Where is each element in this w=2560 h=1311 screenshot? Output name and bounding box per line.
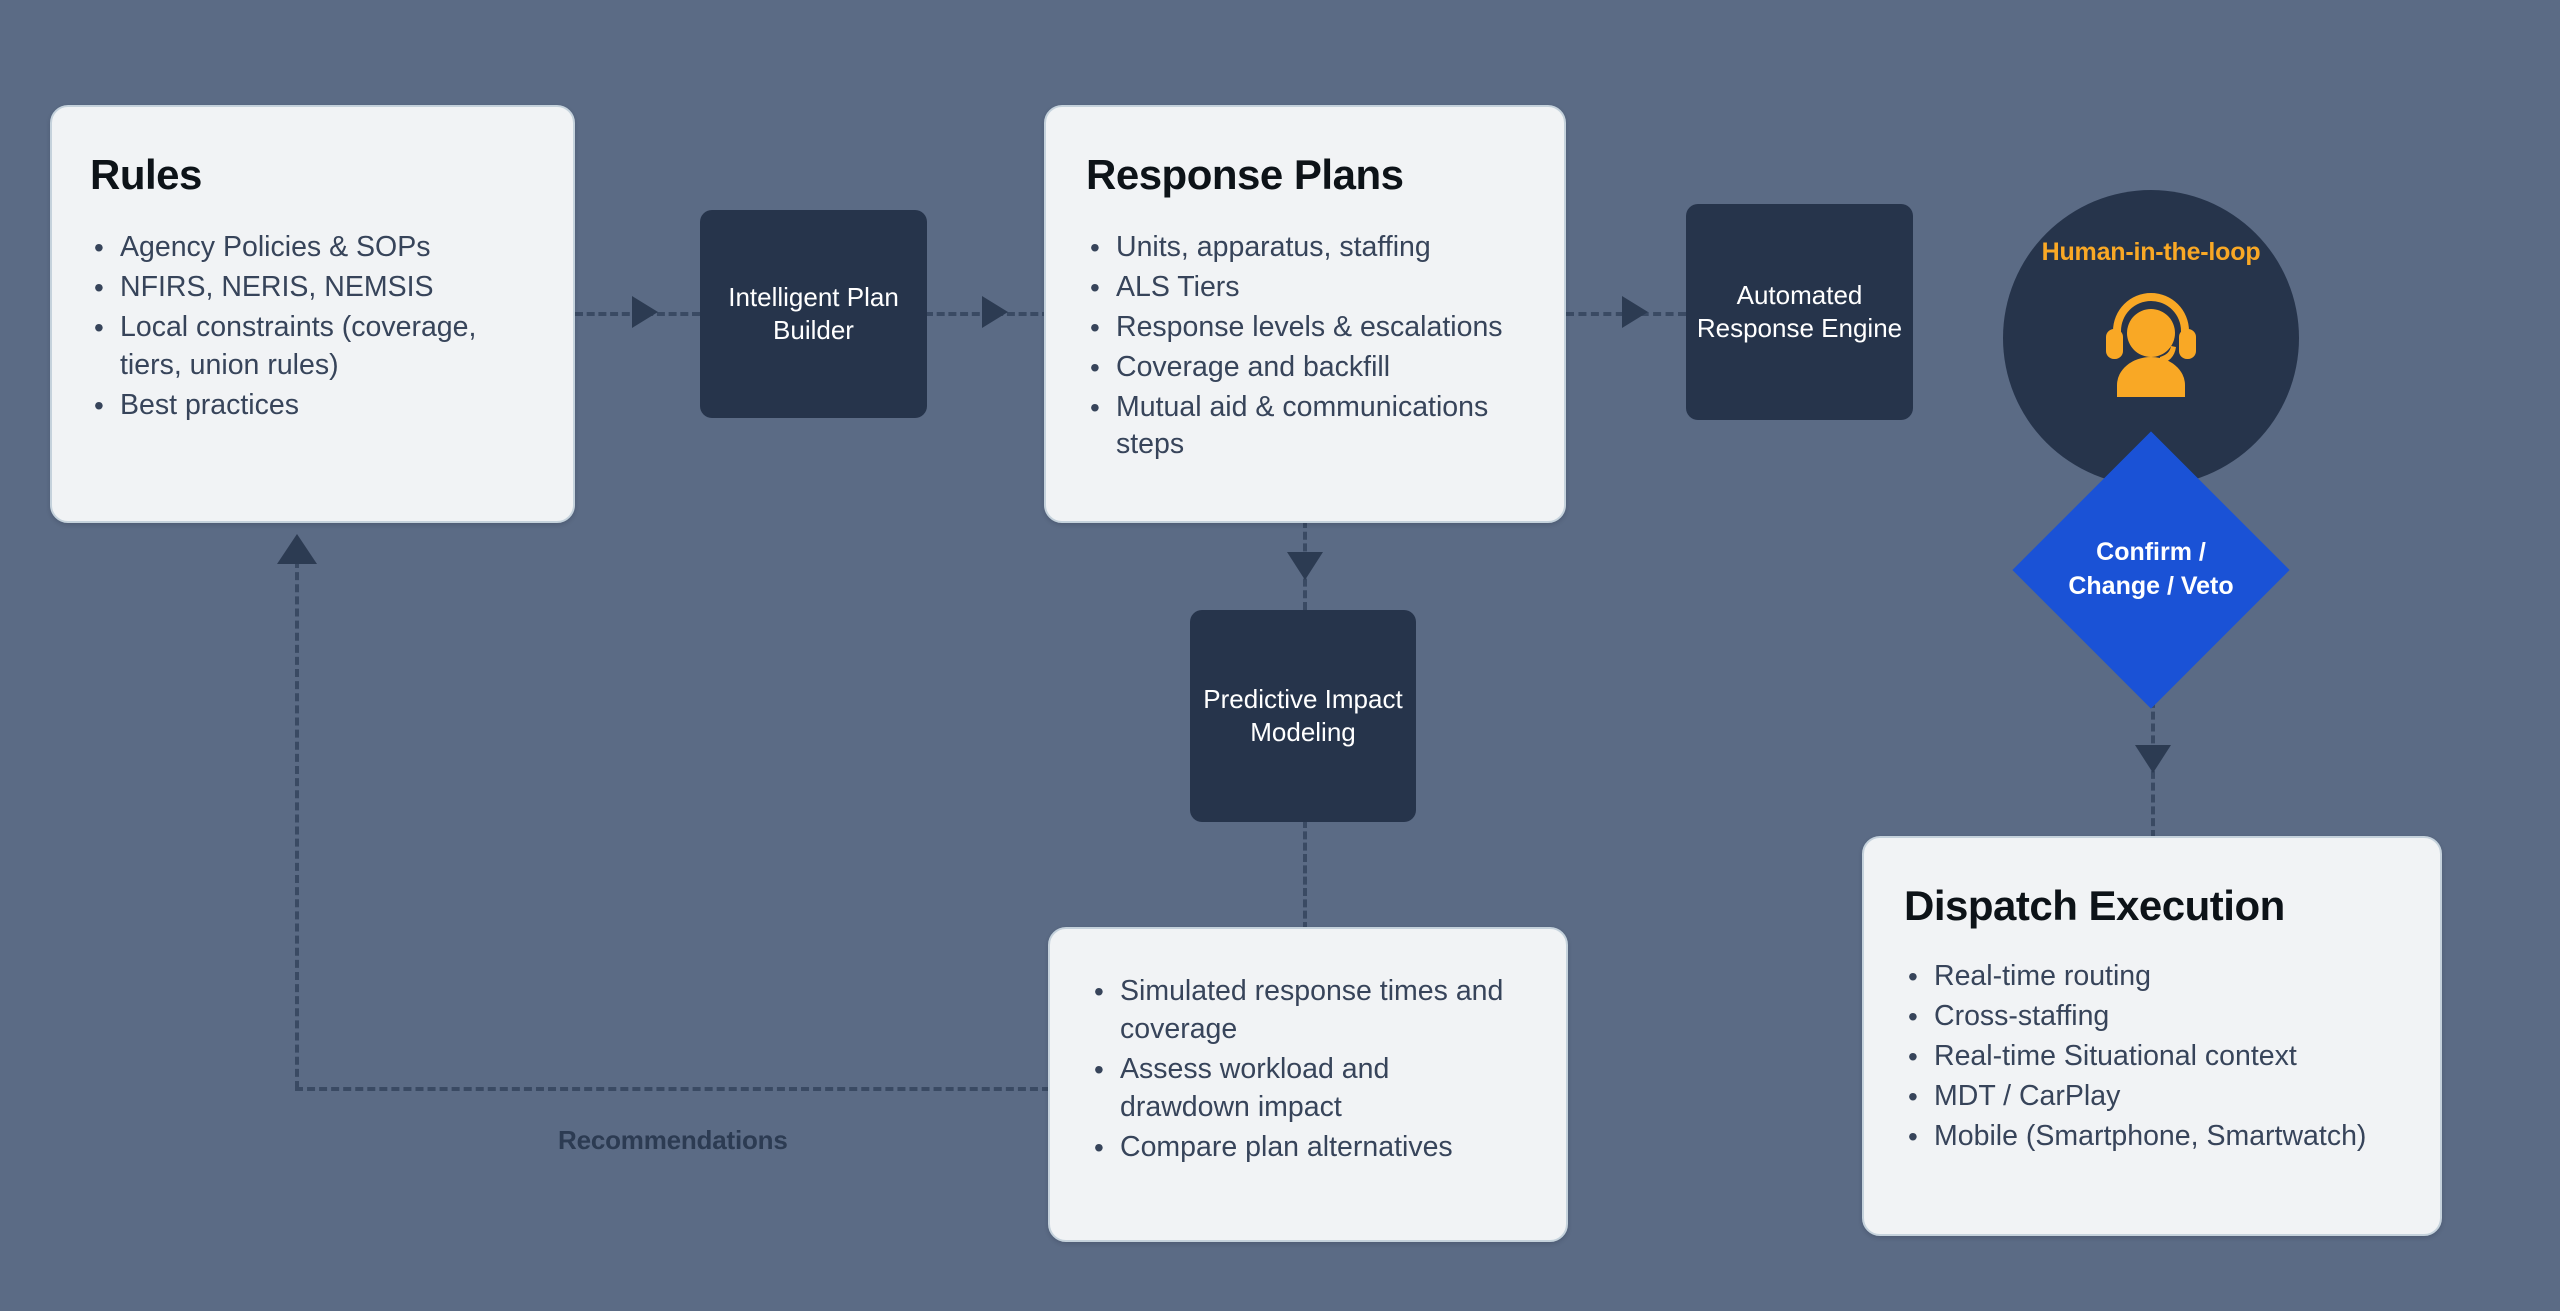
list-item: NFIRS, NERIS, NEMSIS (90, 269, 535, 307)
list-item: Units, apparatus, staffing (1086, 229, 1524, 267)
list-item: ALS Tiers (1086, 269, 1524, 307)
list-item: Real-time Situational context (1904, 1038, 2400, 1076)
node-human-in-the-loop[interactable]: Human-in-the-loop (2003, 190, 2299, 486)
dispatch-execution-title: Dispatch Execution (1904, 882, 2285, 929)
card-simulation-results: Simulated response times and coverage As… (1048, 927, 1568, 1242)
connector-predictive-to-results (1303, 820, 1307, 930)
list-item: Best practices (90, 387, 535, 425)
connector-feedback-horizontal (295, 1087, 1050, 1091)
list-item: Mutual aid & communications steps (1086, 389, 1524, 465)
decision-label: Confirm / Change / Veto (2053, 472, 2249, 668)
node-decision-confirm-change-veto[interactable]: Confirm / Change / Veto (2012, 431, 2290, 709)
hitl-label: Human-in-the-loop (2041, 238, 2261, 266)
list-item: MDT / CarPlay (1904, 1078, 2400, 1116)
list-item: Compare plan alternatives (1090, 1129, 1526, 1167)
node-automated-response-engine[interactable]: Automated Response Engine (1686, 204, 1913, 420)
node-predictive-impact-modeling[interactable]: Predictive Impact Modeling (1190, 610, 1416, 822)
dispatch-execution-bullet-list: Real-time routing Cross-staffing Real-ti… (1904, 958, 2400, 1155)
list-item: Agency Policies & SOPs (90, 229, 535, 267)
node-intelligent-plan-builder[interactable]: Intelligent Plan Builder (700, 210, 927, 418)
card-response-plans: Response Plans Units, apparatus, staffin… (1044, 105, 1566, 523)
list-item: Cross-staffing (1904, 998, 2400, 1036)
decision-line-2: Change / Veto (2068, 572, 2234, 600)
arrowhead-plan-builder-to-response-plans (982, 296, 1008, 328)
response-plans-bullet-list: Units, apparatus, staffing ALS Tiers Res… (1086, 229, 1524, 464)
list-item: Assess workload and drawdown impact (1090, 1051, 1526, 1127)
arrowhead-response-plans-to-predictive (1287, 552, 1323, 580)
rules-bullet-list: Agency Policies & SOPs NFIRS, NERIS, NEM… (90, 229, 535, 424)
rules-title: Rules (90, 151, 202, 198)
headset-operator-icon (2097, 281, 2205, 402)
list-item: Coverage and backfill (1086, 349, 1524, 387)
response-plans-title: Response Plans (1086, 151, 1404, 198)
automated-engine-label: Automated Response Engine (1696, 279, 1903, 343)
connector-feedback-vertical (295, 560, 299, 1089)
simulation-results-bullet-list: Simulated response times and coverage As… (1090, 973, 1526, 1166)
list-item: Local constraints (coverage, tiers, unio… (90, 309, 535, 385)
predictive-modeling-label: Predictive Impact Modeling (1203, 683, 1403, 747)
card-dispatch-execution: Dispatch Execution Real-time routing Cro… (1862, 836, 2442, 1236)
list-item: Mobile (Smartphone, Smartwatch) (1904, 1118, 2400, 1156)
edge-label-recommendations: Recommendations (558, 1125, 788, 1155)
list-item: Simulated response times and coverage (1090, 973, 1526, 1049)
list-item: Response levels & escalations (1086, 309, 1524, 347)
arrowhead-feedback-to-rules (277, 534, 317, 564)
list-item: Real-time routing (1904, 958, 2400, 996)
arrowhead-rules-to-plan-builder (632, 296, 658, 328)
decision-line-1: Confirm / (2096, 538, 2206, 567)
arrowhead-response-plans-to-engine (1622, 296, 1648, 328)
plan-builder-label: Intelligent Plan Builder (728, 281, 899, 345)
card-rules: Rules Agency Policies & SOPs NFIRS, NERI… (50, 105, 575, 523)
arrowhead-decision-to-dispatch (2135, 745, 2171, 773)
